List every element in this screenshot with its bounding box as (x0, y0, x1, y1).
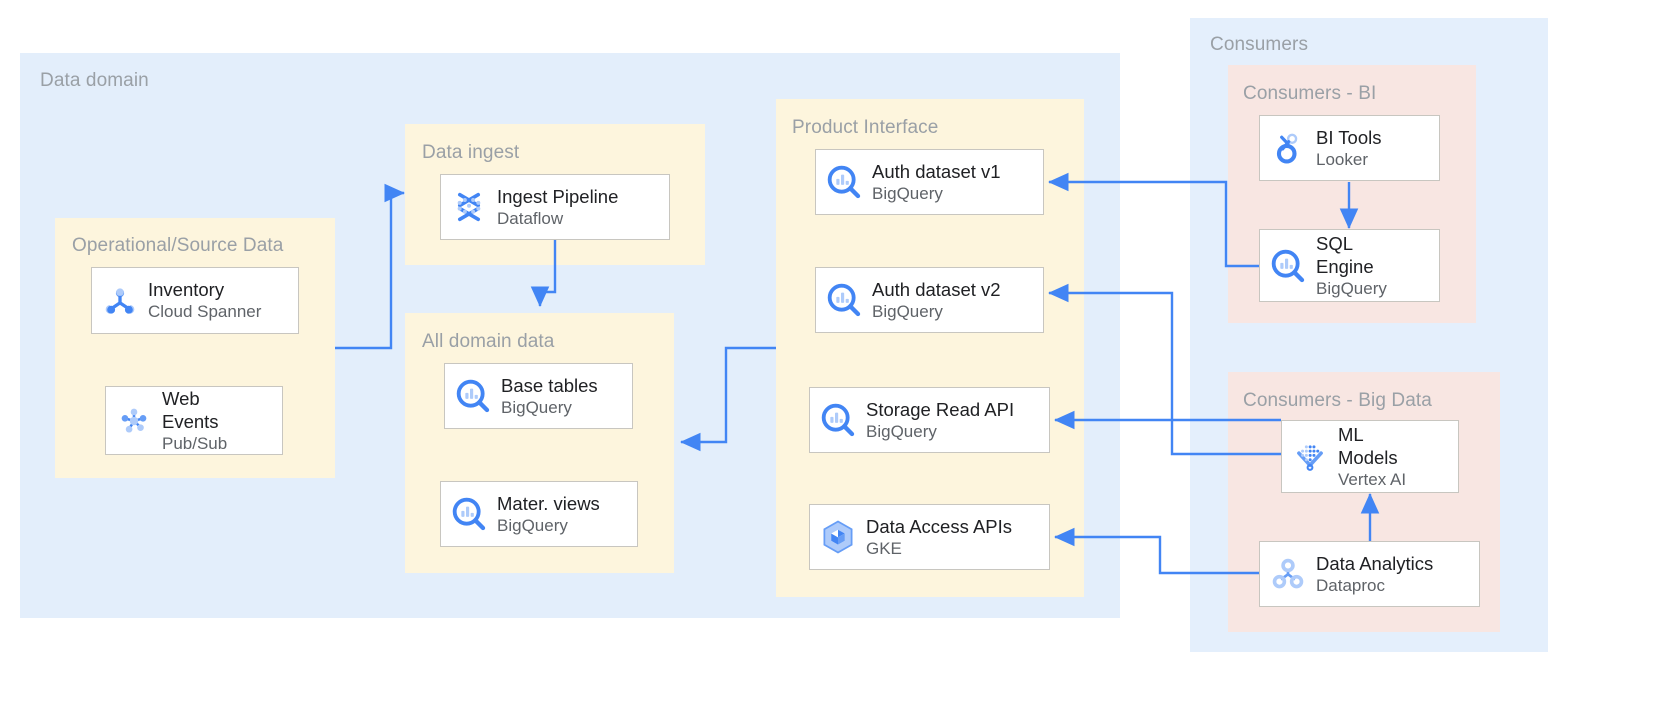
node-sql-engine-title-line1: SQL (1316, 232, 1354, 254)
node-web-events-text: Web Events Pub/Sub (162, 387, 233, 455)
vertex-ai-icon (1282, 438, 1338, 476)
group-all-domain-data-label: All domain data (422, 331, 555, 352)
node-web-events-title-line2: Events (162, 410, 219, 432)
node-bi-tools-title: BI Tools (1316, 126, 1382, 148)
node-data-analytics-title: Data Analytics (1316, 552, 1434, 574)
node-auth-dataset-v1-subtitle: BigQuery (872, 183, 943, 203)
node-ml-models[interactable]: ML Models Vertex AI (1281, 420, 1459, 493)
node-base-tables[interactable]: Base tables BigQuery (444, 363, 633, 429)
node-auth-dataset-v2-text: Auth dataset v2 BigQuery (872, 278, 1007, 323)
group-consumers-big-data-label: Consumers - Big Data (1243, 390, 1432, 411)
gke-icon (810, 518, 866, 556)
bigquery-icon (810, 400, 866, 440)
looker-icon (1260, 129, 1316, 167)
node-base-tables-text: Base tables BigQuery (501, 374, 604, 419)
node-bi-tools[interactable]: BI Tools Looker (1259, 115, 1440, 181)
group-data-ingest-label: Data ingest (422, 142, 520, 163)
node-sql-engine-subtitle: BigQuery (1316, 278, 1387, 298)
node-storage-read-api-title: Storage Read API (866, 398, 1015, 420)
pubsub-icon (106, 402, 162, 440)
node-data-analytics[interactable]: Data Analytics Dataproc (1259, 541, 1480, 607)
node-web-events[interactable]: Web Events Pub/Sub (105, 386, 283, 455)
node-bi-tools-text: BI Tools Looker (1316, 126, 1387, 171)
node-sql-engine-text: SQL Engine BigQuery (1316, 232, 1393, 300)
bigquery-icon (816, 280, 872, 320)
node-ingest-pipeline-subtitle: Dataflow (497, 208, 564, 228)
node-ml-models-subtitle: Vertex AI (1338, 469, 1407, 489)
node-auth-dataset-v2-subtitle: BigQuery (872, 301, 943, 321)
node-data-access-apis[interactable]: Data Access APIs GKE (809, 504, 1050, 570)
group-product-interface-label: Product Interface (792, 117, 939, 138)
node-web-events-title-line1: Web (162, 387, 200, 409)
node-base-tables-title: Base tables (501, 374, 598, 396)
node-sql-engine[interactable]: SQL Engine BigQuery (1259, 229, 1440, 302)
node-auth-dataset-v1-title: Auth dataset v1 (872, 160, 1001, 182)
node-auth-dataset-v2[interactable]: Auth dataset v2 BigQuery (815, 267, 1044, 333)
node-storage-read-api-text: Storage Read API BigQuery (866, 398, 1020, 443)
group-operational-source-label: Operational/Source Data (72, 235, 284, 256)
node-bi-tools-subtitle: Looker (1316, 149, 1368, 169)
node-data-analytics-text: Data Analytics Dataproc (1316, 552, 1439, 597)
bigquery-icon (816, 162, 872, 202)
node-storage-read-api-subtitle: BigQuery (866, 421, 937, 441)
bigquery-icon (445, 376, 501, 416)
bigquery-icon (441, 494, 497, 534)
node-data-access-apis-subtitle: GKE (866, 538, 902, 558)
node-auth-dataset-v1[interactable]: Auth dataset v1 BigQuery (815, 149, 1044, 215)
group-data-domain-label: Data domain (40, 70, 149, 91)
node-auth-dataset-v2-title: Auth dataset v2 (872, 278, 1001, 300)
node-inventory[interactable]: Inventory Cloud Spanner (91, 267, 299, 334)
node-mater-views-text: Mater. views BigQuery (497, 492, 606, 537)
node-sql-engine-title-line2: Engine (1316, 255, 1374, 277)
node-ingest-pipeline-title: Ingest Pipeline (497, 185, 619, 207)
dataflow-icon (441, 188, 497, 226)
node-ml-models-title-line1: ML (1338, 423, 1364, 445)
group-consumers-bi-label: Consumers - BI (1243, 83, 1377, 104)
dataproc-icon (1260, 555, 1316, 593)
node-base-tables-subtitle: BigQuery (501, 397, 572, 417)
group-consumers-label: Consumers (1210, 34, 1309, 55)
node-mater-views-title: Mater. views (497, 492, 600, 514)
node-auth-dataset-v1-text: Auth dataset v1 BigQuery (872, 160, 1007, 205)
node-ingest-pipeline-text: Ingest Pipeline Dataflow (497, 185, 624, 230)
node-data-analytics-subtitle: Dataproc (1316, 575, 1385, 595)
node-web-events-subtitle: Pub/Sub (162, 433, 228, 453)
node-ingest-pipeline[interactable]: Ingest Pipeline Dataflow (440, 174, 670, 240)
node-data-access-apis-title: Data Access APIs (866, 515, 1013, 537)
node-mater-views[interactable]: Mater. views BigQuery (440, 481, 638, 547)
node-mater-views-subtitle: BigQuery (497, 515, 568, 535)
node-data-access-apis-text: Data Access APIs GKE (866, 515, 1018, 560)
node-inventory-title: Inventory (148, 279, 225, 300)
node-ml-models-text: ML Models Vertex AI (1338, 423, 1412, 491)
node-ml-models-title-line2: Models (1338, 446, 1398, 468)
node-storage-read-api[interactable]: Storage Read API BigQuery (809, 387, 1050, 453)
bigquery-icon (1260, 246, 1316, 286)
cloud-spanner-icon (92, 282, 148, 320)
node-inventory-text: Inventory Cloud Spanner (148, 278, 267, 323)
node-inventory-subtitle: Cloud Spanner (148, 302, 262, 321)
